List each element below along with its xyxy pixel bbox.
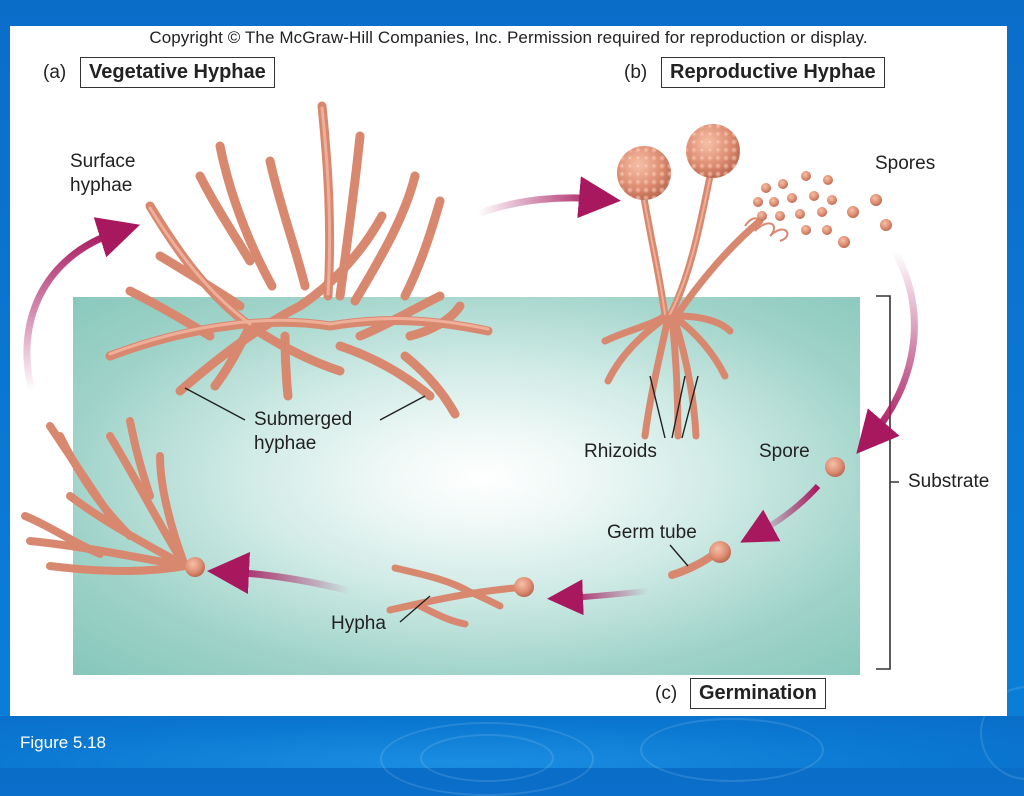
reproductive-hyphae: [601, 172, 764, 440]
released-spores: [753, 171, 892, 248]
panel-a-letter: (a): [43, 62, 67, 83]
arrow-to-germ-tube: [740, 483, 821, 543]
arrow-to-hypha: [547, 579, 649, 616]
label-spores: Spores: [875, 153, 936, 174]
panel-a-title: Vegetative Hyphae: [80, 57, 275, 88]
ripple-decoration: [640, 718, 824, 782]
label-submerged-hyphae: Submerged hyphae: [254, 408, 352, 456]
arrow-to-spore: [856, 249, 918, 454]
leader-lines: [184, 375, 699, 623]
label-germ-tube: Germ tube: [607, 522, 697, 543]
label-submerged-hyphae-line2: hyphae: [254, 433, 317, 454]
arrow-to-branching: [207, 552, 351, 595]
label-surface-hyphae-line1: Surface: [70, 151, 136, 172]
panel-b-letter: (b): [624, 62, 648, 83]
slide-background-band: [0, 686, 1024, 796]
label-surface-hyphae-line2: hyphae: [70, 175, 133, 196]
life-cycle-illustration: [21, 101, 918, 670]
branching-hypha-spore: [185, 557, 205, 577]
germ-tube-shape: [668, 553, 714, 579]
substrate-region: [73, 297, 860, 675]
label-hypha: Hypha: [331, 613, 386, 634]
reproductive-hyphae-highlight: [641, 177, 711, 315]
germ-tube-spore: [709, 541, 731, 563]
vegetative-mycelium: [105, 101, 493, 419]
branching-hypha: [21, 417, 189, 575]
label-substrate: Substrate: [908, 471, 990, 492]
figure-number: Figure 5.18: [20, 733, 106, 752]
label-submerged-hyphae-line1: Submerged: [254, 409, 353, 430]
young-hypha: [386, 564, 519, 628]
germinating-spore: [825, 457, 845, 477]
label-spore: Spore: [759, 441, 810, 462]
sporangium-texture: [617, 146, 671, 200]
label-surface-hyphae: Surface hyphae: [70, 150, 135, 198]
arrow-to-surface: [23, 217, 141, 392]
label-rhizoids: Rhizoids: [584, 441, 657, 462]
young-hypha-spore: [514, 577, 534, 597]
substrate-bracket: [876, 295, 899, 670]
arrow-to-reproductive: [476, 176, 621, 219]
ripple-decoration: [420, 734, 554, 782]
copyright-notice: Copyright © The McGraw-Hill Companies, I…: [149, 28, 868, 47]
figure-panel: Copyright © The McGraw-Hill Companies, I…: [10, 26, 1007, 716]
panel-c-letter: (c): [655, 683, 678, 704]
panel-b-title: Reproductive Hyphae: [661, 57, 885, 88]
panel-c-title: Germination: [690, 678, 826, 709]
burst-sporangium-wall: [744, 217, 789, 242]
vegetative-mycelium-highlight: [108, 106, 490, 356]
sporangium-texture: [686, 124, 740, 178]
